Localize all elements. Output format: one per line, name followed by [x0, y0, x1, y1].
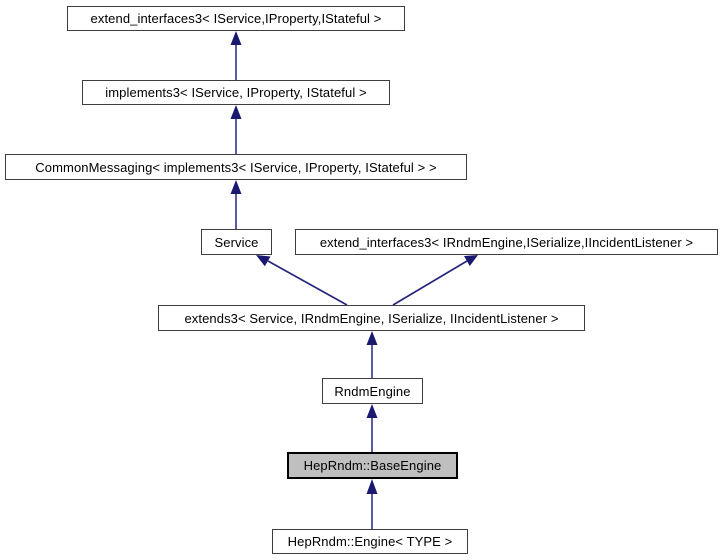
node-extend-interfaces3-irndmengine[interactable]: extend_interfaces3< IRndmEngine,ISeriali… [295, 229, 718, 255]
inheritance-arrowhead [366, 404, 378, 418]
node-implements3[interactable]: implements3< IService, IProperty, IState… [82, 80, 390, 105]
inheritance-arrowhead [256, 255, 271, 267]
inheritance-arrowhead [230, 180, 242, 194]
inheritance-arrowhead [366, 479, 378, 494]
node-common-messaging[interactable]: CommonMessaging< implements3< IService, … [5, 154, 467, 180]
node-rndm-engine[interactable]: RndmEngine [322, 378, 423, 404]
inheritance-edge-line [392, 260, 468, 306]
node-extend-interfaces3-iservice[interactable]: extend_interfaces3< IService,IProperty,I… [67, 6, 405, 31]
node-service[interactable]: Service [201, 229, 272, 255]
inheritance-arrowhead [230, 105, 242, 119]
inheritance-arrowhead [230, 31, 242, 45]
node-extends3[interactable]: extends3< Service, IRndmEngine, ISeriali… [158, 305, 585, 331]
inheritance-edge-line [267, 260, 348, 306]
inheritance-arrowhead [464, 255, 478, 266]
inheritance-arrowhead [366, 331, 378, 345]
node-heprndm-engine-type[interactable]: HepRndm::Engine< TYPE > [272, 529, 468, 554]
node-heprndm-base-engine: HepRndm::BaseEngine [287, 452, 458, 479]
